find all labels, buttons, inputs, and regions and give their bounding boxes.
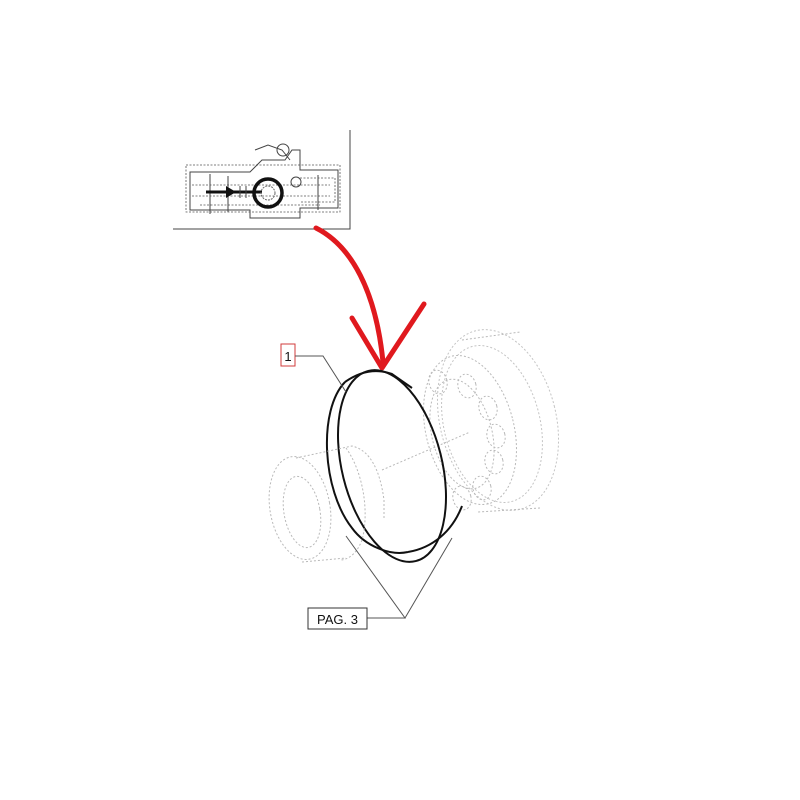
page-reference-box bbox=[307, 607, 368, 630]
item-leader-line bbox=[295, 355, 347, 393]
curved-red-arrow-icon bbox=[313, 225, 427, 371]
shaft-hub-ghost bbox=[268, 445, 385, 563]
item-number-label: 1 bbox=[284, 349, 291, 364]
bearing-housing-ghost bbox=[381, 329, 560, 513]
page-reference-callout[interactable]: PAG. 3 bbox=[307, 535, 453, 630]
page-reference-label: PAG. 3 bbox=[317, 612, 358, 627]
highlight-circle-icon bbox=[252, 177, 284, 209]
item-callout[interactable]: 1 bbox=[280, 343, 347, 393]
transmission-sketch bbox=[185, 143, 341, 219]
roller-elements bbox=[428, 369, 506, 511]
seal-ring-part[interactable] bbox=[320, 359, 464, 573]
locator-thumbnail[interactable] bbox=[173, 130, 351, 230]
thumbnail-frame bbox=[173, 130, 351, 230]
item-number-box bbox=[280, 343, 296, 367]
page-reference-leader-lines bbox=[345, 535, 453, 619]
